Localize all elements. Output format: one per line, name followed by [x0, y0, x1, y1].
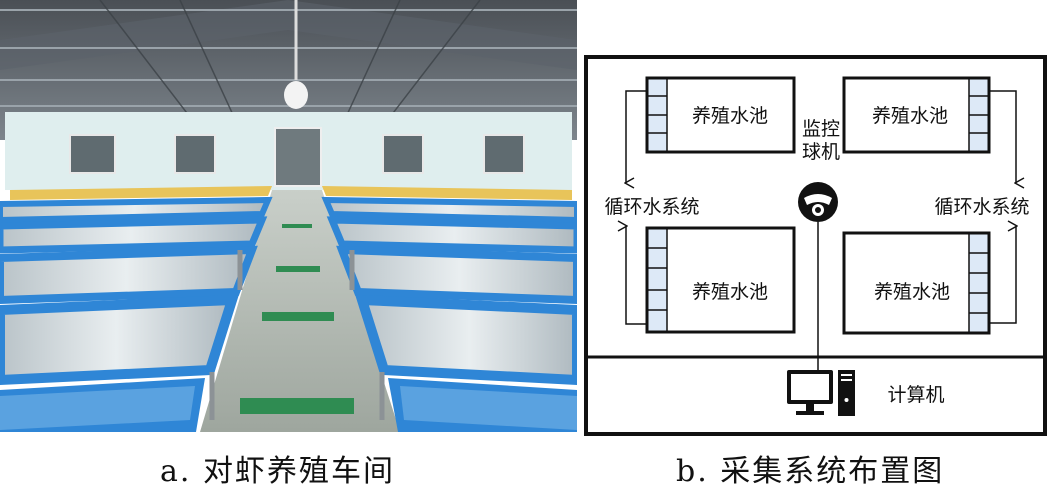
flow-arrow-right-up [989, 226, 1016, 324]
computer-icon [787, 370, 855, 416]
camera-label-line1: 监控 [802, 118, 840, 140]
workshop-illustration [0, 0, 577, 432]
flow-arrow-left-up [626, 226, 647, 325]
shrimp-workshop-photo [0, 0, 577, 432]
dome-camera-icon [798, 182, 838, 222]
tank-label-top-right: 养殖水池 [872, 105, 948, 127]
photo-caption: a. 对虾养殖车间 [160, 454, 395, 489]
tank-bottom-left [645, 226, 796, 334]
circulation-label-right: 循环水系统 [934, 196, 1029, 218]
diagram-caption: b. 采集系统布置图 [676, 454, 945, 489]
system-layout-diagram: 养殖水池 养殖水池 养殖水池 养殖水池 循环水系统 循环水系统 监控 球机 [580, 40, 1052, 440]
layout-svg: 养殖水池 养殖水池 养殖水池 养殖水池 循环水系统 循环水系统 监控 球机 [584, 55, 1047, 436]
tank-label-top-left: 养殖水池 [692, 105, 768, 127]
tank-label-bottom-left: 养殖水池 [692, 281, 768, 303]
flow-arrow-right-down [989, 90, 1016, 183]
circulation-label-left: 循环水系统 [604, 196, 699, 218]
tank-top-left [645, 76, 796, 154]
left-tanks [0, 186, 273, 432]
tank-top-right [842, 76, 991, 154]
flow-arrow-left-down [626, 90, 647, 183]
camera-label-line2: 球机 [802, 141, 840, 163]
tank-label-bottom-right: 养殖水池 [874, 281, 950, 303]
computer-label: 计算机 [887, 384, 944, 406]
tank-bottom-right [842, 231, 991, 335]
